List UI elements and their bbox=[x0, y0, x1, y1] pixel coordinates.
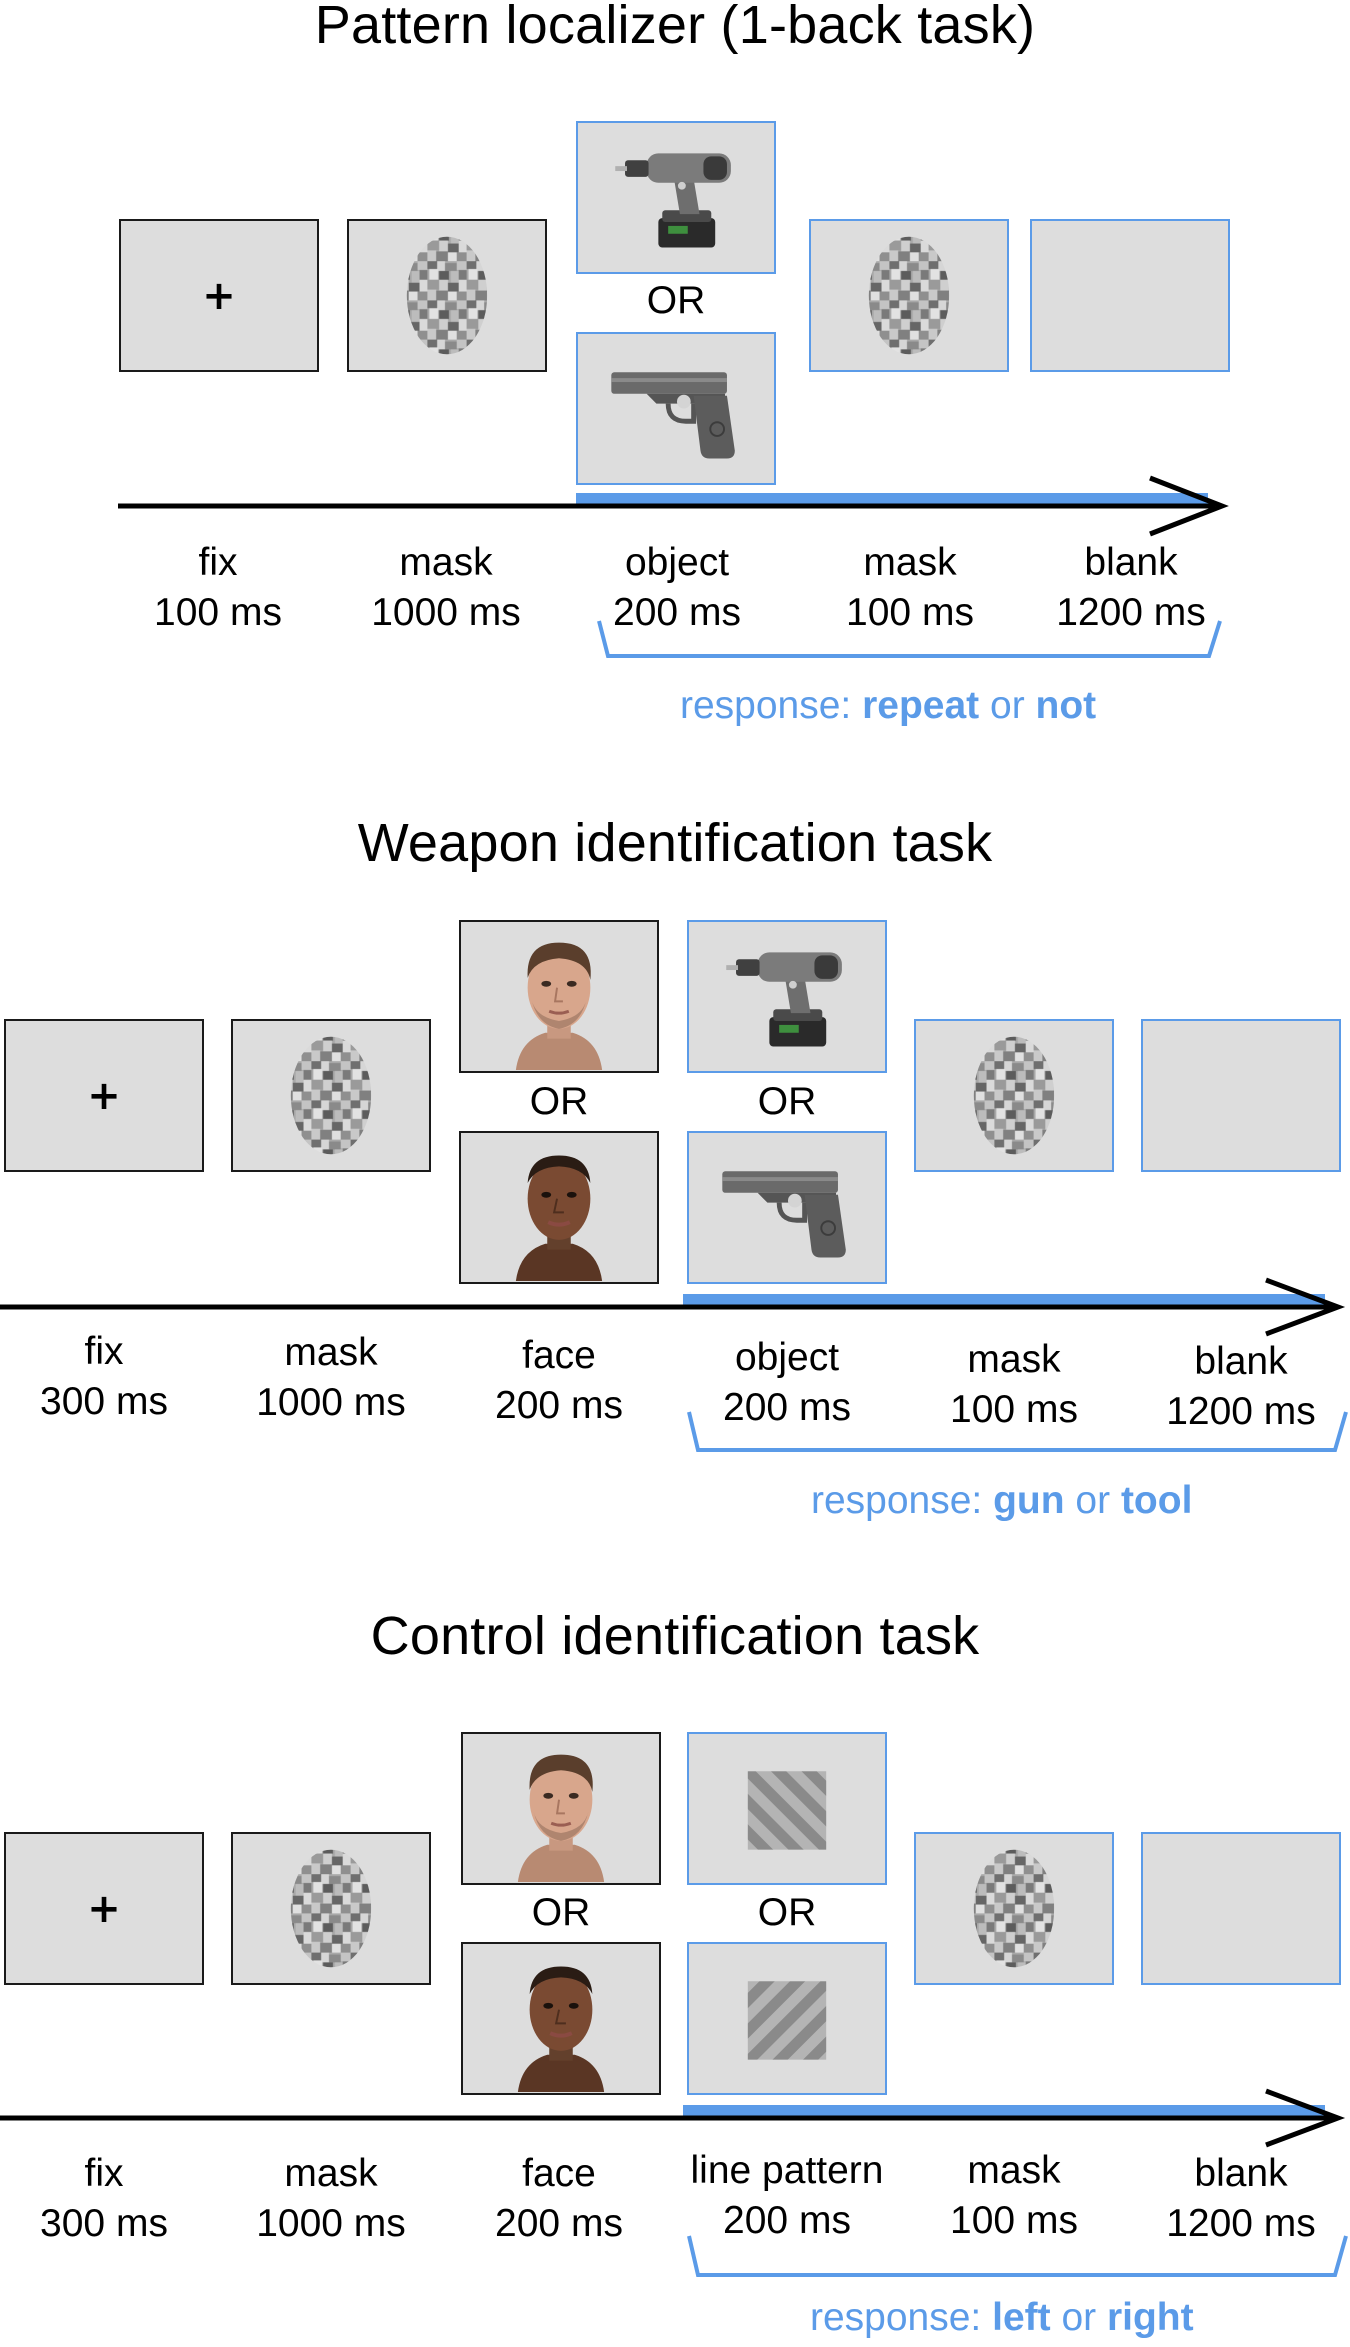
response-instruction: response: repeat or not bbox=[680, 684, 1097, 727]
tool-object-screen bbox=[687, 920, 887, 1073]
fixation-screen: + bbox=[119, 219, 319, 372]
mask-screen bbox=[231, 1832, 431, 1985]
or-label: OR bbox=[529, 1080, 589, 1123]
tool-object-screen bbox=[576, 121, 776, 274]
timeline-arrow bbox=[118, 475, 1229, 537]
blank-screen bbox=[1141, 1832, 1341, 1985]
blank-screen bbox=[1141, 1019, 1341, 1172]
fixation-cross-icon: + bbox=[87, 1072, 121, 1119]
face-screen bbox=[461, 1942, 661, 2095]
response-instruction: response: left or right bbox=[810, 2296, 1194, 2339]
blank-screen bbox=[1030, 219, 1230, 372]
fixation-cross-icon: + bbox=[202, 272, 236, 319]
response-bracket bbox=[687, 2235, 1348, 2277]
mask-screen bbox=[914, 1019, 1114, 1172]
timeline-arrow bbox=[0, 1277, 1346, 1337]
section1-title: Pattern localizer (1-back task) bbox=[314, 0, 1036, 55]
response-instruction: response: gun or tool bbox=[811, 1479, 1193, 1522]
line-pattern-screen bbox=[687, 1942, 887, 2095]
or-label: OR bbox=[757, 1891, 817, 1934]
line-pattern-screen bbox=[687, 1732, 887, 1885]
fixation-screen: + bbox=[4, 1832, 204, 1985]
timeline-arrow bbox=[0, 2088, 1346, 2148]
mask-screen bbox=[347, 219, 547, 372]
or-label: OR bbox=[646, 279, 706, 322]
mask-screen bbox=[231, 1019, 431, 1172]
section2-title: Weapon identification task bbox=[357, 813, 993, 873]
fixation-screen: + bbox=[4, 1019, 204, 1172]
gun-object-screen bbox=[687, 1131, 887, 1284]
response-bracket bbox=[687, 1411, 1348, 1452]
or-label: OR bbox=[531, 1891, 591, 1934]
mask-screen bbox=[914, 1832, 1114, 1985]
fixation-cross-icon: + bbox=[87, 1885, 121, 1932]
face-screen bbox=[459, 920, 659, 1073]
face-screen bbox=[459, 1131, 659, 1284]
or-label: OR bbox=[757, 1080, 817, 1123]
face-screen bbox=[461, 1732, 661, 1885]
gun-object-screen bbox=[576, 332, 776, 485]
response-bracket bbox=[597, 620, 1222, 658]
mask-screen bbox=[809, 219, 1009, 372]
section3-title: Control identification task bbox=[370, 1606, 980, 1666]
